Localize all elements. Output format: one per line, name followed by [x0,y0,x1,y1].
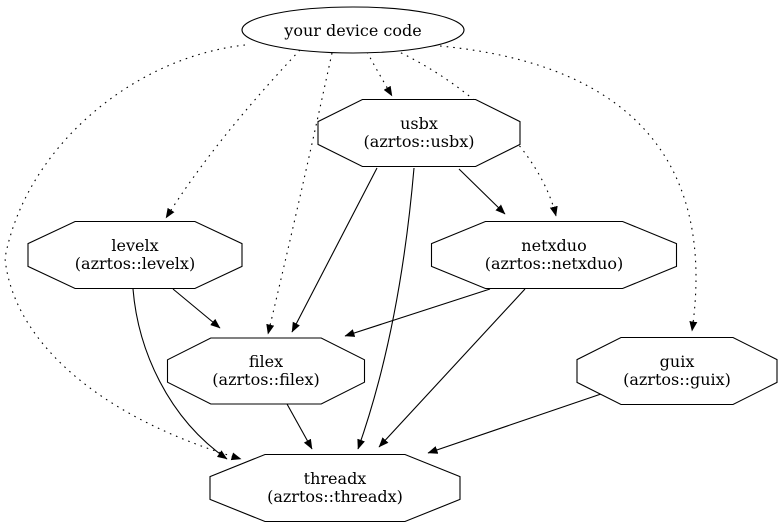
node-levelx-label-line2: (azrtos::levelx) [75,254,195,273]
node-device-label-line1: your device code [283,21,421,40]
node-usbx: usbx(azrtos::usbx) [317,98,521,168]
edge-usbx-to-netxduo [458,168,506,215]
edge-filex-to-threadx [286,403,313,450]
node-threadx-octagon [209,453,461,523]
edge-levelx-to-threadx [132,288,228,460]
node-usbx-label-line2: (azrtos::usbx) [364,132,475,151]
node-filex: filex(azrtos::filex) [166,337,366,405]
node-netxduo-label-line2: (azrtos::netxduo) [485,254,624,273]
edge-device-to-threadx [4,44,246,461]
nodes-layer: your device codeusbx(azrtos::usbx)levelx… [27,6,778,523]
node-levelx-label-line1: levelx [111,236,158,255]
edge-netxduo-to-filex [344,288,491,337]
node-levelx: levelx(azrtos::levelx) [27,220,243,290]
node-levelx-octagon [27,220,243,290]
node-threadx-label-line2: (azrtos::threadx) [267,487,403,506]
node-device-ellipse [241,6,465,54]
edge-device-to-usbx [366,51,393,97]
edge-usbx-to-filex [291,167,378,333]
node-device: your device code [241,6,465,54]
edge-device-to-guix [439,45,698,332]
node-threadx: threadx(azrtos::threadx) [209,453,461,523]
node-filex-label-line1: filex [249,352,283,371]
node-netxduo-octagon [430,220,678,290]
edge-netxduo-to-threadx [378,288,526,448]
node-guix: guix(azrtos::guix) [576,336,778,406]
node-guix-label-line1: guix [660,352,695,371]
node-netxduo: netxduo(azrtos::netxduo) [430,220,678,290]
edge-levelx-to-filex [172,288,221,329]
edge-guix-to-threadx [427,393,602,454]
node-usbx-octagon [317,98,521,168]
node-guix-label-line2: (azrtos::guix) [623,370,731,389]
node-threadx-label-line1: threadx [304,469,367,488]
edge-device-to-filex [266,52,333,335]
node-usbx-label-line1: usbx [400,114,438,133]
node-filex-label-line2: (azrtos::filex) [212,370,319,389]
edge-device-to-levelx [165,49,301,219]
edge-usbx-to-threadx [357,167,415,450]
node-netxduo-label-line1: netxduo [521,236,586,255]
node-guix-octagon [576,336,778,406]
node-filex-octagon [166,337,366,405]
